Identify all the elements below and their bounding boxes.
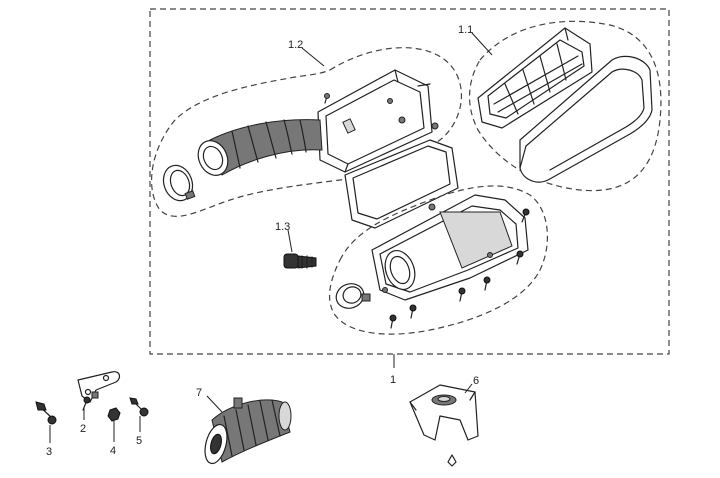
bracket-group: 2	[77, 371, 121, 435]
callout-2: 2	[80, 423, 86, 435]
intake-housing-boundary	[150, 47, 463, 217]
bolt-left	[35, 401, 57, 425]
lower-housing	[335, 194, 530, 329]
cover-group: 6	[409, 375, 479, 467]
drain-plug	[283, 253, 317, 269]
assembly-group-1: 1	[149, 8, 670, 386]
callout-7: 7	[196, 387, 202, 399]
cover	[409, 384, 479, 467]
housing-clamp	[162, 164, 196, 202]
filter-pad	[519, 55, 653, 183]
intake-snorkel	[197, 119, 323, 176]
filter-element-group: 1.1	[458, 20, 662, 192]
callout-1-3: 1.3	[275, 221, 290, 233]
callout-4: 4	[110, 445, 116, 457]
upper-housing	[317, 69, 439, 173]
housing-screws	[389, 208, 530, 329]
callout-1-2: 1.2	[288, 39, 303, 51]
intake-hose-group: 7	[196, 387, 292, 465]
callout-6: 6	[473, 375, 479, 387]
drain-plug-leader	[287, 229, 293, 253]
nut-group: 4	[107, 407, 121, 457]
intake-hose	[204, 397, 292, 465]
callout-1: 1	[390, 374, 396, 386]
filter-element-leader	[471, 32, 493, 56]
nut	[107, 407, 121, 422]
filter-grid-frame	[477, 27, 593, 129]
bolt-left-group: 3	[35, 401, 57, 458]
bolt-right	[129, 397, 149, 417]
bolt-right-group: 5	[129, 397, 149, 447]
filter-element-boundary	[468, 20, 662, 192]
cover-leader	[464, 383, 473, 394]
callout-5: 5	[136, 435, 142, 447]
callout-1-1: 1.1	[458, 24, 473, 36]
callout-3: 3	[46, 446, 52, 458]
bracket	[77, 371, 121, 411]
assembly-boundary	[149, 8, 670, 355]
drain-plug-group: 1.3	[275, 221, 317, 269]
intake-housing-group: 1.2	[150, 39, 463, 217]
gasket	[344, 139, 459, 229]
intake-housing-leader	[301, 47, 325, 67]
intake-hose-leader	[206, 395, 223, 413]
lower-housing-boundary	[328, 185, 549, 335]
